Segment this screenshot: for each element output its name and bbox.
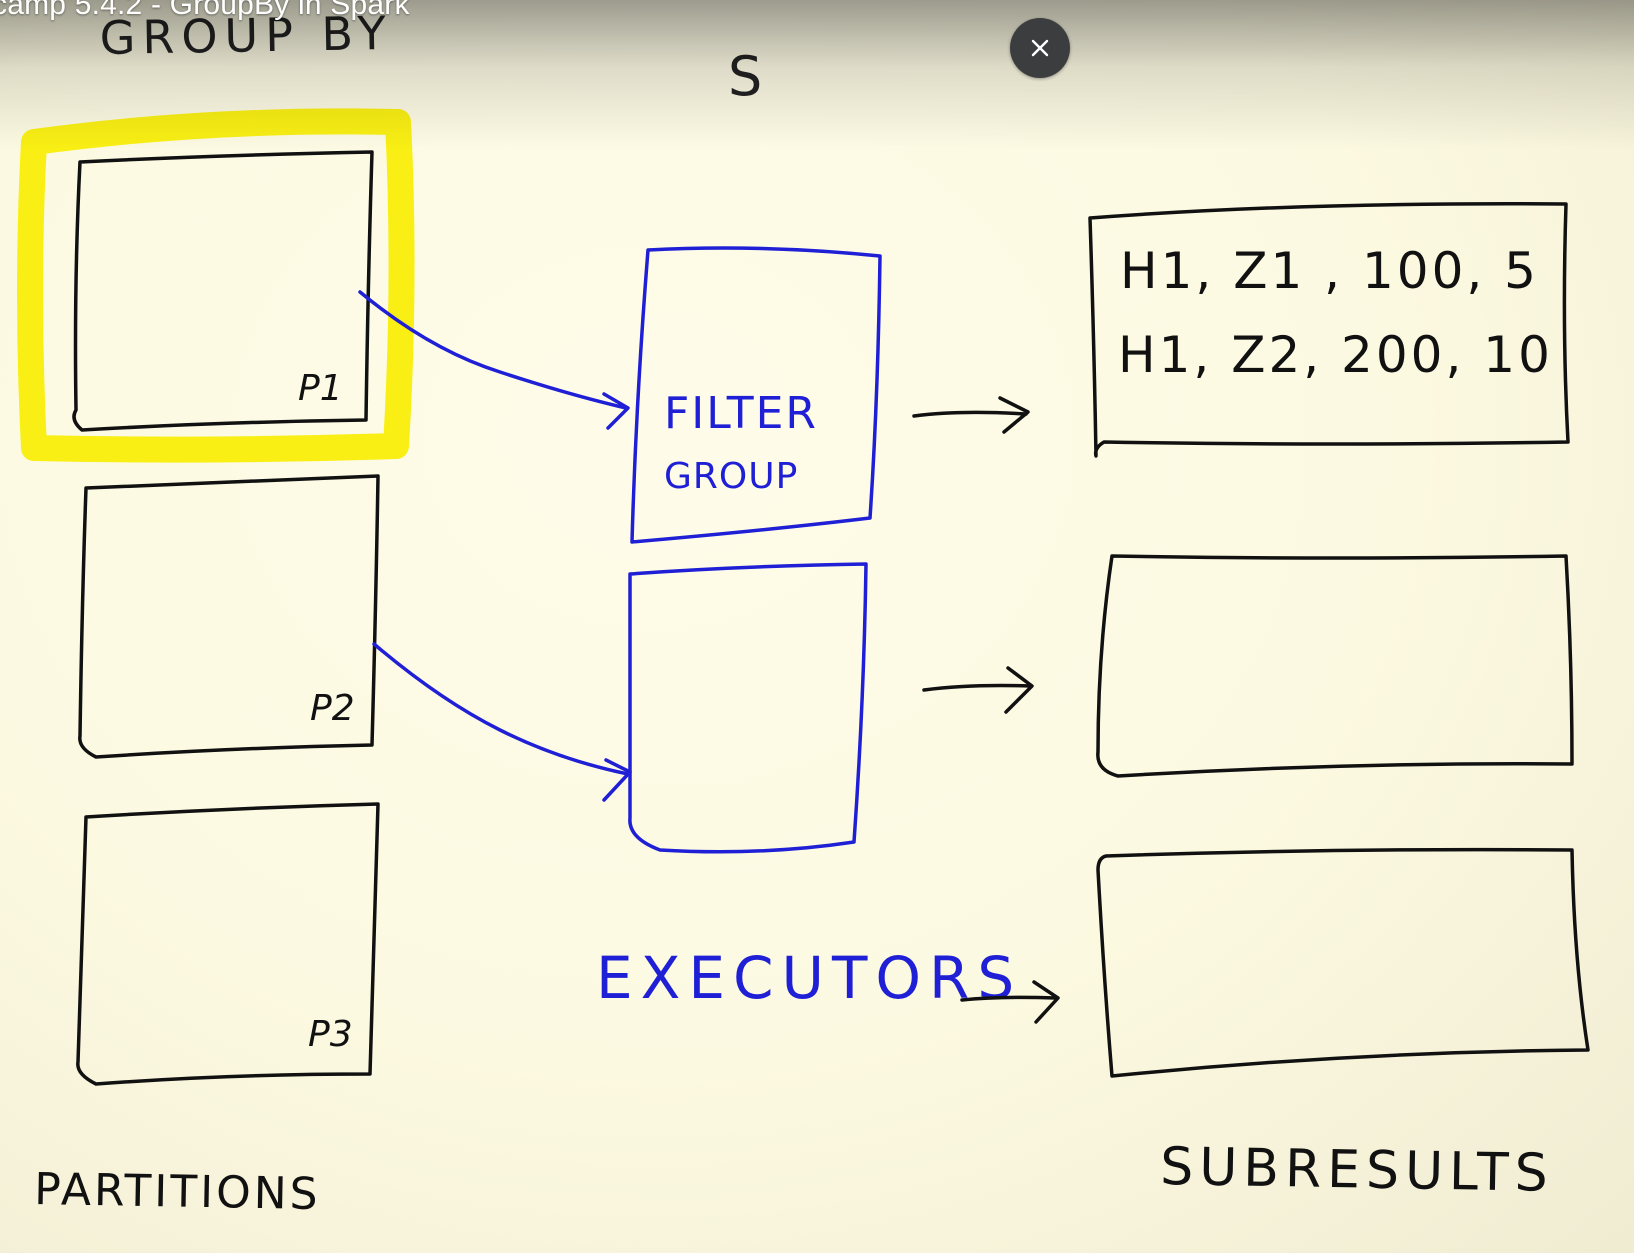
- arrow-p2-to-executor-head: [602, 758, 632, 802]
- arrow-executor-2-to-subresult-head: [1004, 666, 1034, 714]
- subresult-row-2: H1, Z2, 200, 10: [1118, 326, 1553, 384]
- executors-caption: EXECUTORS: [596, 944, 1022, 1012]
- driver-label: S: [728, 45, 762, 108]
- executor-box-1: [630, 246, 882, 544]
- video-title: camp 5.4.2 - GroupBy in Spark: [0, 0, 410, 21]
- arrow-executor-1-to-subresult-head: [998, 396, 1030, 434]
- arrow-executor-1-to-subresult: [912, 410, 1028, 418]
- partition-label-p3: P3: [308, 1014, 353, 1055]
- heading-group-by: GROUP BY: [99, 6, 393, 65]
- arrow-p1-to-executor-head: [602, 392, 630, 430]
- subresult-box-1: [1088, 202, 1570, 458]
- arrow-p1-to-executor: [358, 290, 628, 410]
- close-icon: [1031, 39, 1049, 57]
- close-button[interactable]: [1010, 18, 1070, 78]
- arrow-p2-to-executor: [372, 642, 630, 776]
- subresult-box-3: [1096, 847, 1590, 1078]
- executor-box-2: [628, 562, 868, 854]
- partition-label-p2: P2: [310, 688, 355, 729]
- executor-op-filter: FILTER: [664, 388, 818, 439]
- partition-box-p2: [78, 474, 380, 759]
- partition-box-p1: [72, 150, 374, 432]
- arrow-executors-to-subresult-3: [960, 995, 1058, 1002]
- arrow-executors-to-subresult-3-head: [1032, 980, 1060, 1024]
- subresult-row-1: H1, Z1 , 100, 5: [1120, 242, 1539, 300]
- partitions-caption: PARTITIONS: [34, 1164, 321, 1220]
- partition-label-p1: P1: [298, 368, 343, 409]
- arrow-executor-2-to-subresult: [922, 683, 1032, 692]
- p1-highlight: [17, 108, 415, 463]
- executor-op-group: GROUP: [664, 456, 798, 497]
- partition-box-p3: [76, 802, 380, 1086]
- subresults-caption: SUBRESULTS: [1160, 1137, 1554, 1204]
- subresult-box-2: [1096, 554, 1574, 778]
